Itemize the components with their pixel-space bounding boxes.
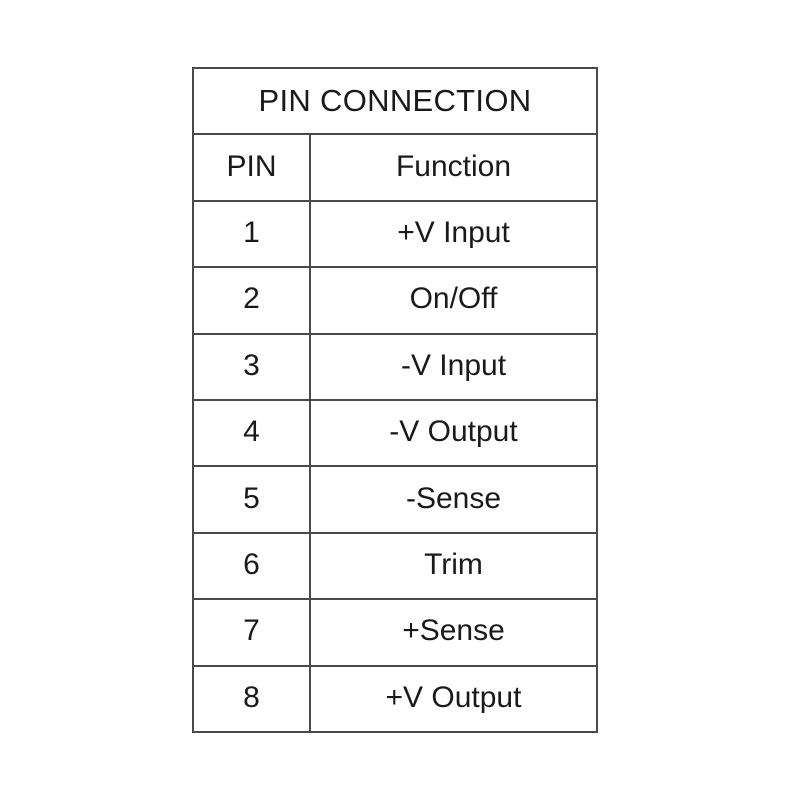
table-row: 8 +V Output	[194, 666, 596, 732]
cell-pin-function: +Sense	[402, 614, 505, 648]
column-header-function: Function	[395, 149, 512, 183]
table-row: 5 -Sense	[194, 467, 596, 534]
cell-pin-number: 7	[194, 600, 311, 665]
cell-pin-number: 5	[194, 467, 311, 532]
cell-pin-function: -Sense	[405, 481, 502, 515]
pin-connection-table: PIN CONNECTION PIN Function 1 +V Input 2…	[192, 67, 598, 733]
table-row: 7 +Sense	[194, 600, 596, 667]
table-header-row: PIN Function	[194, 135, 596, 202]
cell-pin-number: 3	[194, 334, 311, 400]
column-header-pin: PIN	[194, 135, 311, 200]
table-row: 3 -V Input	[194, 334, 596, 402]
cell-pin-function: -V Output	[389, 415, 518, 449]
cell-pin-number: 2	[194, 268, 311, 333]
table-row: 4 -V Output	[194, 401, 596, 468]
table-title: PIN CONNECTION	[258, 82, 532, 118]
cell-pin-number: 4	[194, 401, 311, 466]
table-row: 6 Trim	[194, 533, 596, 601]
cell-pin-function: +V Output	[385, 680, 522, 714]
table-row: 2 On/Off	[194, 268, 596, 335]
table-row: 1 +V Input	[194, 201, 596, 269]
cell-pin-function: On/Off	[409, 282, 498, 316]
cell-pin-function: -V Input	[400, 348, 507, 382]
cell-pin-function: +V Input	[397, 216, 510, 250]
cell-pin-function: Trim	[424, 548, 483, 582]
table-title-row: PIN CONNECTION	[194, 69, 596, 136]
cell-pin-number: 6	[194, 533, 311, 599]
cell-pin-number: 1	[194, 201, 311, 267]
cell-pin-number: 8	[194, 666, 311, 732]
